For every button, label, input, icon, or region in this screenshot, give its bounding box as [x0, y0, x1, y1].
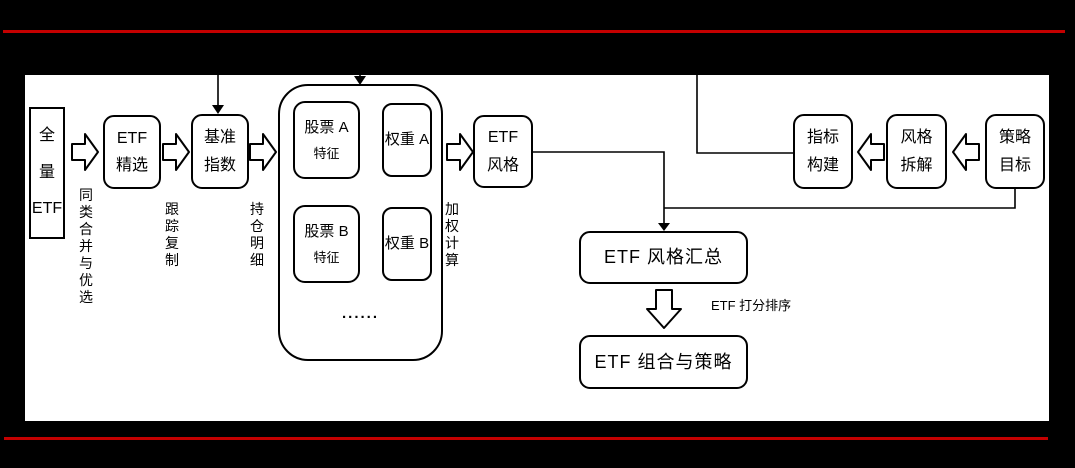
node-stock-b: 股票 B 特征: [293, 205, 360, 283]
arrowhead-holdings-group-icon: [354, 76, 366, 85]
node-label: 基准 指数: [203, 129, 236, 174]
node-label: ETF 精选: [115, 129, 148, 174]
arrow-right-benchmark-to-holdings-icon: [249, 133, 277, 171]
node-etf-style-summary: ETF 风格汇总: [579, 231, 748, 284]
node-sublabel: 特征: [313, 145, 340, 161]
arrowheads: [212, 76, 670, 231]
node-label: 权重 A: [384, 131, 430, 148]
node-weight-a: 权重 A: [382, 103, 432, 177]
node-stock-a: 股票 A 特征: [293, 101, 360, 179]
node-etf-selection: ETF 精选: [103, 115, 161, 189]
arrow-right-selection-to-benchmark-icon: [162, 133, 190, 171]
node-benchmark-index: 基准 指数: [191, 114, 249, 189]
ellipsis-more-holdings: ......: [341, 305, 379, 322]
node-weight-b: 权重 B: [382, 207, 432, 281]
node-label: 股票 A: [304, 118, 349, 136]
edge-label-weighted-calculation: 加 权 计 算: [445, 201, 459, 268]
arrow-down-summary-to-portfolio-icon: [646, 289, 682, 329]
line-top-to-indicator-build: [696, 75, 793, 154]
node-style-decompose: 风格 拆解: [886, 114, 947, 189]
edge-label-holdings-detail: 持 仓 明 细: [250, 201, 264, 268]
node-label: ETF 风格汇总: [604, 247, 723, 268]
arrow-right-holdings-to-style-icon: [446, 133, 474, 171]
line-etf-style-to-summary: [533, 151, 665, 223]
arrow-left-target-to-decompose-icon: [952, 133, 980, 171]
node-sublabel: 特征: [313, 249, 340, 265]
arrow-left-decompose-to-indicator-icon: [857, 133, 885, 171]
node-strategy-target: 策略 目标: [985, 114, 1045, 189]
node-label: 股票 B: [304, 222, 349, 240]
node-etf-style: ETF 风格: [473, 115, 533, 188]
edge-label-tracking-replication: 跟 踪 复 制: [165, 201, 179, 268]
node-etf-portfolio-strategy: ETF 组合与策略: [579, 335, 748, 389]
top-red-rule: [3, 30, 1065, 33]
arrowhead-summary-icon: [658, 223, 670, 231]
flowchart-connectors: [71, 75, 1016, 329]
line-strategy-target-to-summary: [664, 189, 1016, 209]
node-label: 策略 目标: [998, 129, 1031, 174]
node-label: 权重 B: [384, 235, 430, 252]
node-label: ETF 风格: [486, 129, 519, 174]
edge-label-merge-and-select: 同 类 合 并 与 优 选: [79, 187, 93, 305]
node-full-etf: 全 量 ETF: [29, 107, 65, 239]
group-holdings-detail: 股票 A 特征 权重 A 股票 B 特征 权重 B ......: [278, 84, 443, 361]
arrow-right-full-etf-to-selection-icon: [71, 133, 99, 171]
node-label: 指标 构建: [806, 129, 839, 174]
node-label: ETF 组合与策略: [594, 351, 733, 372]
bottom-red-rule: [4, 437, 1048, 440]
connector-lines: [217, 75, 1016, 223]
block-arrows: [71, 133, 980, 329]
node-label: 风格 拆解: [900, 129, 933, 174]
node-indicator-build: 指标 构建: [793, 114, 853, 189]
node-label: 全 量 ETF: [31, 126, 63, 218]
flowchart-panel: 全 量 ETF ETF 精选 基准 指数 股票 A 特征 权重 A 股票 B 特…: [25, 75, 1049, 421]
arrowhead-benchmark-icon: [212, 105, 224, 114]
edge-label-score-ranking: ETF 打分排序: [711, 298, 792, 313]
